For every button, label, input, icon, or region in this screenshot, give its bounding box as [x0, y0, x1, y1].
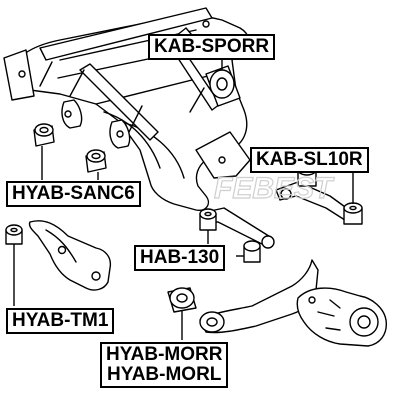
label-hyab-morr-morl: HYAB-MORR HYAB-MORL — [100, 342, 229, 388]
rear-knuckle — [296, 287, 387, 347]
bushing-hyab-sanc6 — [33, 123, 107, 173]
label-hyab-morr: HYAB-MORR — [106, 344, 223, 365]
label-hyab-morl: HYAB-MORL — [107, 364, 222, 385]
bushing-hyab-morr — [167, 287, 197, 313]
trailing-arm — [199, 259, 319, 334]
label-hyab-tm1: HYAB-TM1 — [6, 308, 115, 334]
lower-control-arm — [28, 220, 112, 291]
label-kab-sporr: KAB-SPORR — [148, 34, 276, 60]
bushing-hab-130 — [199, 208, 261, 263]
label-kab-sl10r: KAB-SL10R — [250, 147, 369, 173]
bushing-kab-sporr — [205, 65, 241, 107]
label-hab-130: HAB-130 — [134, 245, 226, 271]
bushing-hyab-tm1 — [5, 224, 23, 245]
toe-link — [203, 207, 275, 249]
watermark-logo: FEBEST — [214, 172, 335, 205]
label-hyab-sanc6: HYAB-SANC6 — [6, 181, 141, 207]
